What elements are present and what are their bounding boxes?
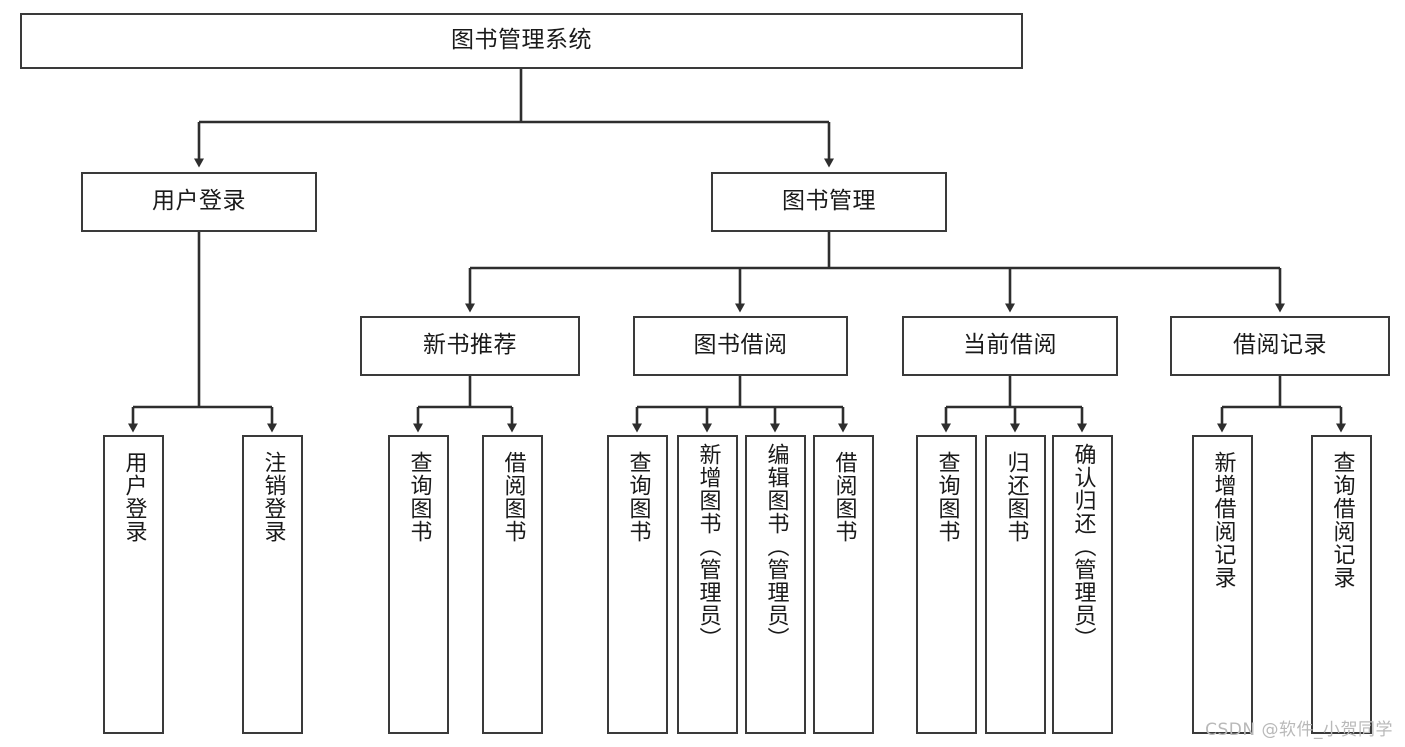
node-leaf-borrow-book-1-label: 借阅图书 — [500, 451, 526, 543]
node-leaf-add-book-label: 新增图书（管理员） — [695, 443, 721, 650]
node-book-manage[interactable]: 图书管理 — [711, 172, 947, 232]
book-borrow-to-leaves-connectors — [632, 376, 848, 433]
node-leaf-query-record-label: 查询借阅记录 — [1329, 451, 1355, 589]
node-leaf-borrow-book-2-label: 借阅图书 — [831, 451, 857, 543]
node-leaf-confirm-return-label: 确认归还（管理员） — [1070, 443, 1096, 650]
node-current-borrow-label: 当前借阅 — [963, 332, 1057, 359]
node-leaf-borrow-book-1[interactable]: 借阅图书 — [482, 435, 543, 734]
node-leaf-add-record[interactable]: 新增借阅记录 — [1192, 435, 1253, 734]
node-current-borrow[interactable]: 当前借阅 — [902, 316, 1118, 376]
node-leaf-add-record-label: 新增借阅记录 — [1210, 451, 1236, 589]
node-leaf-add-book[interactable]: 新增图书（管理员） — [677, 435, 738, 734]
node-leaf-edit-book-label: 编辑图书（管理员） — [763, 443, 789, 650]
node-leaf-query-book-1-label: 查询图书 — [406, 451, 432, 543]
node-root[interactable]: 图书管理系统 — [20, 13, 1023, 69]
node-leaf-confirm-return[interactable]: 确认归还（管理员） — [1052, 435, 1113, 734]
node-leaf-query-record[interactable]: 查询借阅记录 — [1311, 435, 1372, 734]
watermark: CSDN @软件_小贺同学 — [1205, 720, 1393, 740]
node-user-login[interactable]: 用户登录 — [81, 172, 317, 232]
node-root-label: 图书管理系统 — [451, 27, 592, 54]
node-new-book-rec[interactable]: 新书推荐 — [360, 316, 580, 376]
new-book-rec-to-leaves-connectors — [413, 376, 517, 433]
node-book-borrow[interactable]: 图书借阅 — [633, 316, 848, 376]
node-leaf-return-book-label: 归还图书 — [1003, 451, 1029, 543]
node-leaf-user-login-label: 用户登录 — [121, 451, 147, 543]
book-manage-to-level3-connectors — [465, 232, 1285, 313]
node-user-login-label: 用户登录 — [152, 188, 246, 215]
current-borrow-to-leaves-connectors — [941, 376, 1087, 433]
node-book-manage-label: 图书管理 — [782, 188, 876, 215]
node-leaf-logout[interactable]: 注销登录 — [242, 435, 303, 734]
node-leaf-query-book-2-label: 查询图书 — [625, 451, 651, 543]
node-borrow-record-label: 借阅记录 — [1233, 332, 1327, 359]
node-leaf-return-book[interactable]: 归还图书 — [985, 435, 1046, 734]
node-leaf-query-book-1[interactable]: 查询图书 — [388, 435, 449, 734]
node-leaf-query-book-2[interactable]: 查询图书 — [607, 435, 668, 734]
node-leaf-logout-label: 注销登录 — [260, 451, 286, 543]
borrow-record-to-leaves-connectors — [1217, 376, 1346, 433]
node-book-borrow-label: 图书借阅 — [693, 332, 788, 359]
user-login-to-leaves-connectors — [128, 232, 277, 433]
node-new-book-rec-label: 新书推荐 — [423, 332, 517, 359]
node-leaf-query-book-3[interactable]: 查询图书 — [916, 435, 977, 734]
node-leaf-edit-book[interactable]: 编辑图书（管理员） — [745, 435, 806, 734]
node-leaf-borrow-book-2[interactable]: 借阅图书 — [813, 435, 874, 734]
node-leaf-user-login[interactable]: 用户登录 — [103, 435, 164, 734]
node-borrow-record[interactable]: 借阅记录 — [1170, 316, 1390, 376]
root-to-level2-connectors — [194, 69, 834, 168]
node-leaf-query-book-3-label: 查询图书 — [934, 451, 960, 543]
